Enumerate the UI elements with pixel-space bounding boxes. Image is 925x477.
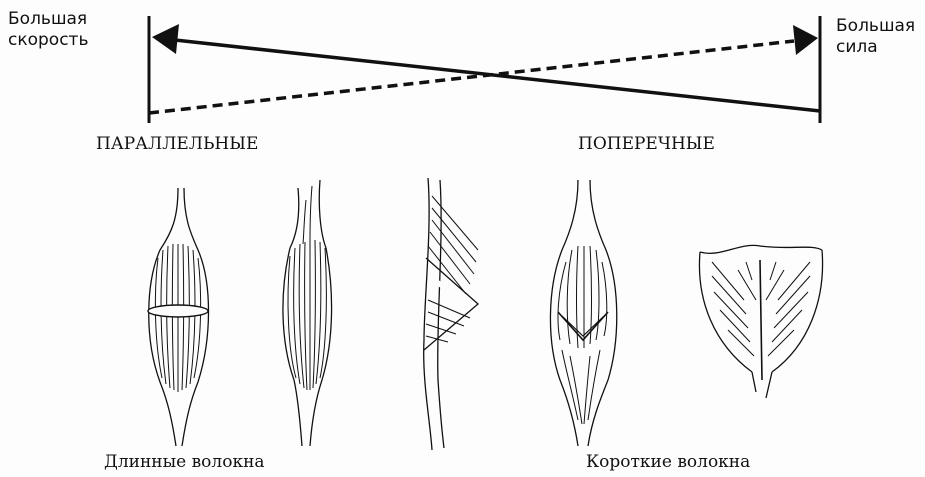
- muscle-bipennate: [550, 180, 616, 446]
- muscle-fusiform-with-band: [148, 188, 209, 446]
- speed-arrowhead: [152, 24, 179, 54]
- strength-arrow-line: [149, 41, 794, 113]
- muscle-fusiform-long: [283, 180, 332, 446]
- scale-graphic: [149, 16, 820, 123]
- strength-arrowhead: [793, 25, 818, 55]
- muscle-multipennate: [699, 245, 822, 398]
- muscle-unipennate: [424, 178, 478, 450]
